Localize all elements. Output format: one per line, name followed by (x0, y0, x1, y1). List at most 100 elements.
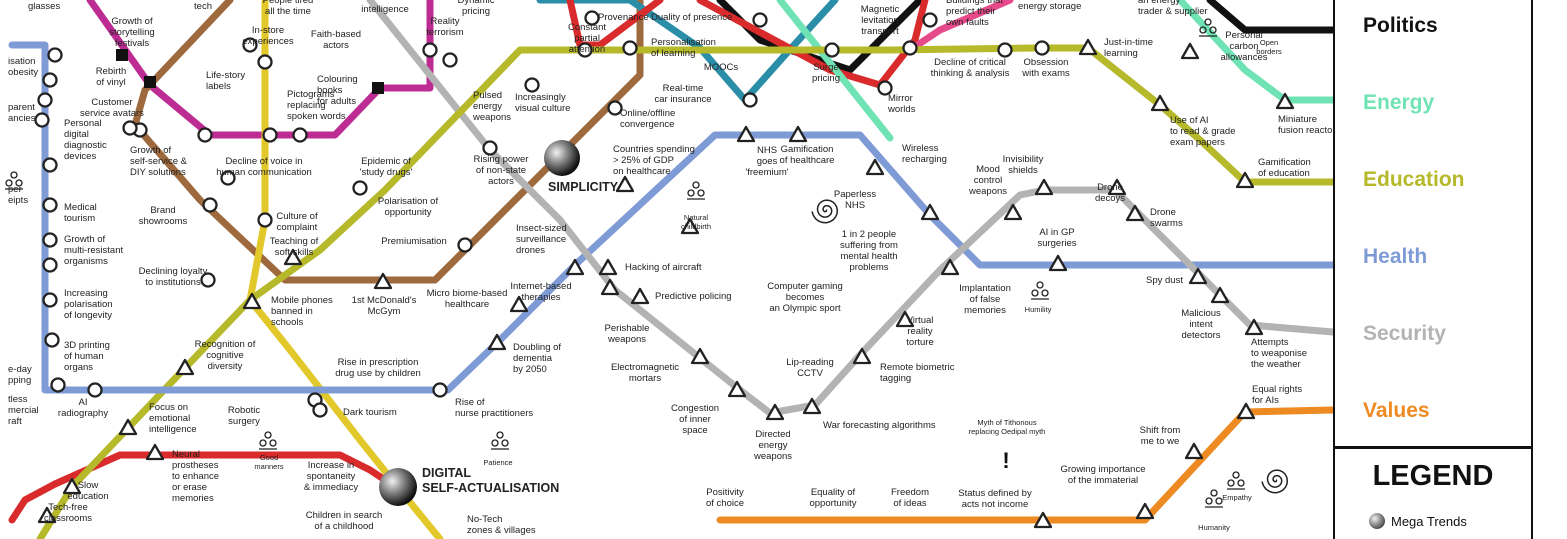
stop-circle (457, 237, 473, 253)
stop-circle (47, 47, 63, 63)
stop-triangle (788, 125, 808, 143)
stop-label: Premiumisation (381, 236, 446, 247)
line-teal (536, 0, 839, 104)
stop-triangle (1048, 254, 1068, 272)
page-margin (1533, 0, 1567, 539)
stop-triangle (690, 347, 710, 365)
stop-triangle (852, 347, 872, 365)
legend-health: Health (1363, 245, 1428, 268)
people-icon (491, 431, 509, 450)
stop-triangle (1275, 92, 1295, 110)
stop-triangle (1135, 502, 1155, 520)
stop-triangle (175, 358, 195, 376)
stop-circle (242, 37, 258, 53)
stop-triangle (865, 158, 885, 176)
stop-square (144, 76, 156, 88)
stop-triangle (565, 258, 585, 276)
stop-triangle (598, 258, 618, 276)
stop-triangle (736, 125, 756, 143)
stop-triangle (1125, 204, 1145, 222)
mega-trend-hub (544, 140, 580, 176)
stop-triangle (727, 380, 747, 398)
people-icon (1199, 18, 1217, 37)
stop-triangle (1107, 178, 1127, 196)
stop-circle (44, 332, 60, 348)
stop-circle (42, 257, 58, 273)
stop-triangle (1236, 402, 1256, 420)
exclamation-icon: ! (1002, 448, 1009, 473)
stop-circle (257, 212, 273, 228)
stop-circle (622, 40, 638, 56)
stop-circle (42, 157, 58, 173)
stop-circle (997, 42, 1013, 58)
stop-circle (752, 12, 768, 28)
people-icon (687, 181, 705, 200)
stop-triangle (940, 258, 960, 276)
stop-label: Humanity (1198, 523, 1230, 532)
stop-circle (42, 197, 58, 213)
stop-circle (877, 80, 893, 96)
stop-label: Patience (483, 458, 512, 467)
legend-mega-trends-label: Mega Trends (1391, 513, 1467, 529)
legend-title: LEGEND (1372, 460, 1494, 492)
stop-triangle (680, 217, 700, 235)
stop-circle (122, 120, 138, 136)
stop-circle (257, 54, 273, 70)
stop-circle (577, 42, 593, 58)
legend-panel: Politics Energy Education Health Securit… (1333, 0, 1533, 539)
stop-triangle (509, 295, 529, 313)
stop-circle (202, 197, 218, 213)
stop-label: intelligence (361, 4, 409, 15)
stop-label: glasses (28, 1, 60, 12)
stop-circle (200, 272, 216, 288)
stop-label: War forecasting algorithms (823, 420, 936, 431)
stop-circle (262, 127, 278, 143)
stop-triangle (1180, 42, 1200, 60)
stop-circle (37, 92, 53, 108)
people-icon (1205, 489, 1223, 508)
people-icon (5, 171, 23, 190)
stop-label: energy storage (1018, 1, 1081, 12)
stop-circle (312, 402, 328, 418)
stop-circle (220, 170, 236, 186)
people-icon (259, 431, 277, 450)
